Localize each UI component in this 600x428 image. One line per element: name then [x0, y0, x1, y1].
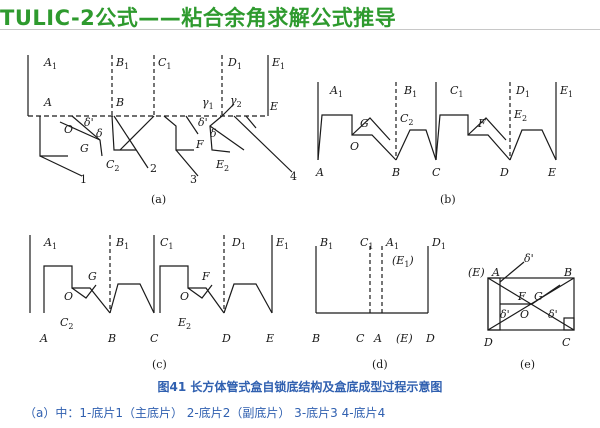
svg-text:δ: δ [210, 127, 217, 140]
svg-text:G: G [360, 117, 369, 130]
svg-text:F: F [477, 117, 486, 130]
svg-text:D1: D1 [227, 56, 242, 71]
svg-text:D: D [221, 332, 231, 345]
svg-text:G: G [88, 270, 97, 283]
svg-text:O: O [350, 140, 359, 153]
svg-text:D: D [483, 336, 493, 349]
panel-a-labels: A1 B1 C1 D1 E1 A B E O G δ' δ F δ' δ γ1 … [43, 56, 297, 206]
panel-d-lines [315, 246, 429, 314]
svg-text:(c): (c) [152, 358, 167, 371]
svg-text:A: A [373, 332, 382, 345]
svg-text:D: D [499, 166, 509, 179]
svg-text:δ': δ' [548, 308, 558, 321]
svg-text:E: E [269, 100, 278, 113]
svg-text:F: F [195, 138, 204, 151]
svg-text:γ2: γ2 [230, 94, 242, 109]
svg-text:E2: E2 [215, 158, 229, 173]
svg-text:D1: D1 [515, 84, 530, 99]
svg-text:E: E [265, 332, 274, 345]
figure-lines [27, 55, 575, 331]
svg-text:C1: C1 [158, 56, 172, 71]
svg-text:δ': δ' [198, 116, 208, 129]
svg-text:C: C [356, 332, 365, 345]
figure-note: （a）中：1-底片1（主底片） 2-底片2（副底片） 3-底片3 4-底片4 [24, 406, 386, 420]
svg-text:D1: D1 [431, 236, 446, 251]
svg-text:C1: C1 [160, 236, 174, 251]
svg-text:A: A [315, 166, 324, 179]
svg-text:B1: B1 [115, 56, 129, 71]
svg-text:C: C [562, 336, 571, 349]
svg-text:A1: A1 [43, 236, 57, 251]
svg-text:(b): (b) [440, 193, 456, 206]
svg-text:C2: C2 [106, 158, 120, 173]
svg-text:O: O [520, 308, 529, 321]
title-divider [0, 29, 600, 30]
svg-text:O: O [64, 290, 73, 303]
svg-text:E2: E2 [513, 108, 527, 123]
panel-b-labels: A1 B1 C1 D1 E1 G C2 O F E2 A B C D E (b) [315, 84, 573, 206]
svg-text:(e): (e) [520, 358, 535, 371]
svg-text:G: G [80, 142, 89, 155]
svg-text:(E): (E) [396, 332, 413, 345]
svg-text:F: F [517, 290, 526, 303]
svg-text:(d): (d) [372, 358, 388, 371]
svg-text:B1: B1 [403, 84, 417, 99]
svg-text:(E): (E) [468, 266, 485, 279]
svg-text:C1: C1 [360, 236, 374, 251]
svg-text:δ: δ [96, 127, 103, 140]
svg-text:B1: B1 [115, 236, 129, 251]
svg-text:δ': δ' [500, 308, 510, 321]
svg-text:B: B [391, 166, 400, 179]
svg-text:C1: C1 [450, 84, 464, 99]
svg-text:δ': δ' [84, 116, 94, 129]
svg-text:A1: A1 [329, 84, 343, 99]
svg-text:A1: A1 [43, 56, 57, 71]
svg-text:4: 4 [290, 170, 297, 183]
svg-text:γ1: γ1 [202, 96, 214, 111]
svg-text:C: C [150, 332, 159, 345]
svg-text:C2: C2 [60, 316, 74, 331]
svg-text:E: E [547, 166, 556, 179]
svg-text:B: B [115, 96, 124, 109]
svg-text:O: O [180, 290, 189, 303]
figure-caption: 图41 长方体管式盒自锁底结构及盒底成型过程示意图 [157, 380, 443, 394]
svg-text:B: B [107, 332, 116, 345]
svg-text:2: 2 [150, 162, 157, 175]
svg-text:B: B [311, 332, 320, 345]
svg-text:3: 3 [190, 173, 197, 186]
panel-e-labels: (E) A δ' B F G O δ' δ' D C (e) [468, 252, 572, 371]
svg-text:F: F [201, 270, 210, 283]
svg-text:O: O [64, 123, 73, 136]
title-bar: TULIC-2公式——粘合余角求解公式推导 [0, 0, 600, 30]
svg-text:E1: E1 [559, 84, 573, 99]
panel-e-lines [487, 261, 575, 331]
svg-text:A: A [39, 332, 48, 345]
svg-text:E1: E1 [275, 236, 289, 251]
svg-text:E1: E1 [271, 56, 285, 71]
panel-a-lines [27, 55, 293, 177]
panel-c-labels: A1 B1 C1 D1 E1 G O F O C2 E2 A B C D E (… [39, 236, 289, 371]
panel-d-labels: B1 C1 A1 D1 (E1) B C A (E) D (d) [311, 236, 446, 371]
svg-text:C2: C2 [400, 112, 414, 127]
svg-text:δ': δ' [524, 252, 534, 265]
svg-text:B: B [563, 266, 572, 279]
svg-text:(E1): (E1) [392, 254, 414, 269]
svg-text:C: C [432, 166, 441, 179]
panel-b-lines [317, 82, 557, 161]
page-title: TULIC-2公式——粘合余角求解公式推导 [0, 6, 397, 30]
svg-text:B1: B1 [319, 236, 333, 251]
svg-text:A: A [43, 96, 52, 109]
svg-text:D1: D1 [231, 236, 246, 251]
svg-text:D: D [425, 332, 435, 345]
svg-text:A1: A1 [385, 236, 399, 251]
svg-text:1: 1 [80, 173, 87, 186]
svg-text:(a): (a) [151, 193, 166, 206]
svg-text:G: G [534, 290, 543, 303]
svg-text:A: A [491, 266, 500, 279]
svg-text:E2: E2 [177, 316, 191, 331]
panel-c-lines [29, 235, 273, 314]
